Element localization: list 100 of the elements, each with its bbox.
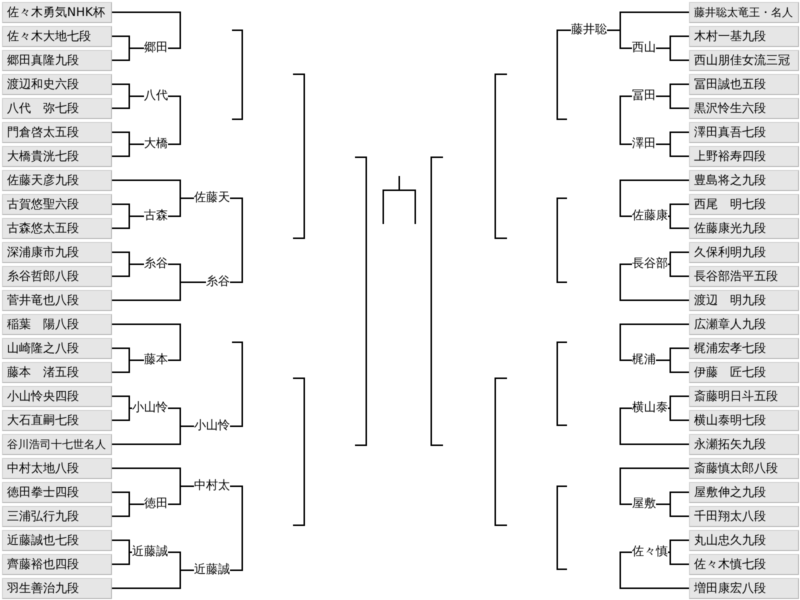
name-box: 増田康宏八段	[689, 578, 799, 599]
name-box: 西山朋佳女流三冠	[689, 50, 799, 71]
bracket-line	[112, 281, 206, 301]
bracket-line	[112, 503, 144, 517]
name-box: 長谷部浩平五段	[689, 266, 799, 287]
bracket-line	[656, 47, 689, 61]
name-box: 屋敷伸之九段	[689, 482, 799, 503]
name-label: 藤井聡	[571, 22, 607, 37]
name-label: 長谷部	[632, 256, 668, 271]
name-label: 徳田	[144, 496, 168, 511]
bracket-line	[112, 407, 132, 421]
bracket-line	[619, 263, 689, 301]
bracket-line	[168, 485, 194, 505]
bracket-line	[656, 95, 689, 109]
bracket-line	[112, 215, 144, 229]
name-box: 大橋貴洸七段	[2, 146, 112, 167]
name-box: 羽生善治九段	[2, 578, 112, 599]
bracket-line	[668, 215, 689, 229]
name-label: 糸谷	[206, 274, 230, 289]
bracket-line	[668, 395, 689, 409]
bracket-line	[556, 29, 571, 120]
bracket-line	[112, 11, 181, 49]
name-box: 冨田誠也五段	[689, 74, 799, 95]
name-label: 近藤誠	[194, 562, 230, 577]
bracket-line	[112, 95, 144, 109]
name-box: 斎藤慎太郎八段	[689, 458, 799, 479]
name-box: 豊島将之九段	[689, 170, 799, 191]
bracket-line	[230, 197, 243, 283]
name-box: 佐々木慎七段	[689, 554, 799, 575]
name-box: 菅井竜也八段	[2, 290, 112, 311]
bracket-line	[112, 143, 144, 157]
bracket-line	[112, 47, 144, 61]
name-label: 屋敷	[632, 496, 656, 511]
bracket-line	[112, 569, 194, 589]
bracket-line	[112, 551, 132, 565]
bracket-line	[112, 323, 181, 361]
name-box: 佐藤天彦九段	[2, 170, 112, 191]
name-box: 斎藤明日斗五段	[689, 386, 799, 407]
name-label: 小山怜	[132, 400, 168, 415]
name-box: 渡辺 明九段	[689, 290, 799, 311]
name-label: 糸谷	[144, 256, 168, 271]
name-box: 久保利明九段	[689, 242, 799, 263]
name-label: 八代	[144, 88, 168, 103]
bracket-line	[619, 467, 689, 505]
name-box: 大石直嗣七段	[2, 410, 112, 431]
bracket-line	[168, 197, 194, 217]
name-label: 中村太	[194, 478, 230, 493]
name-box: 八代 弥七段	[2, 98, 112, 119]
name-label: 佐々慎	[632, 544, 668, 559]
name-box: 深浦康市九段	[2, 242, 112, 263]
name-box: 古森悠太五段	[2, 218, 112, 239]
name-label: 横山泰	[632, 400, 668, 415]
name-box: 伊藤 匠七段	[689, 362, 799, 383]
name-box: 広瀬章人九段	[689, 314, 799, 335]
bracket-line	[656, 359, 689, 373]
name-label: 澤田	[632, 136, 656, 151]
name-box: 郷田真隆九段	[2, 50, 112, 71]
name-box: 徳田拳士四段	[2, 482, 112, 503]
name-box: 黒沢怜生六段	[689, 98, 799, 119]
name-box: 丸山忠久九段	[689, 530, 799, 551]
bracket-line	[230, 485, 243, 571]
name-box: 佐々木大地七段	[2, 26, 112, 47]
name-label: 郷田	[144, 40, 168, 55]
bracket-line	[607, 29, 632, 49]
name-box: 千田翔太八段	[689, 506, 799, 527]
name-box: 稲葉 陽八段	[2, 314, 112, 335]
name-box: 横山泰明七段	[689, 410, 799, 431]
name-box: 藤本 渚五段	[2, 362, 112, 383]
bracket-line	[619, 407, 689, 445]
bracket-line	[112, 263, 144, 277]
name-label: 古森	[144, 208, 168, 223]
name-label: 藤本	[144, 352, 168, 367]
name-box: 中村太地八段	[2, 458, 112, 479]
name-box: 糸谷哲郎八段	[2, 266, 112, 287]
name-box: 齊藤裕也四段	[2, 554, 112, 575]
bracket-line	[112, 359, 144, 373]
bracket-line	[656, 143, 689, 157]
name-box: 近藤誠也七段	[2, 530, 112, 551]
name-label: 西山	[632, 40, 656, 55]
name-box: 三浦弘行九段	[2, 506, 112, 527]
bracket-line	[619, 323, 689, 361]
name-label: 佐藤康	[632, 208, 668, 223]
name-box: 永瀬拓矢九段	[689, 434, 799, 455]
name-box: 古賀悠聖六段	[2, 194, 112, 215]
bracket-line	[112, 539, 132, 553]
bracket-line	[112, 395, 132, 409]
bracket-line	[668, 551, 689, 565]
name-label: 近藤誠	[132, 544, 168, 559]
bracket-line	[656, 503, 689, 517]
name-box: 木村一基九段	[689, 26, 799, 47]
bracket-line	[619, 179, 689, 217]
name-label: 佐藤天	[194, 190, 230, 205]
name-box: 山崎隆之八段	[2, 338, 112, 359]
name-box: 佐藤康光九段	[689, 218, 799, 239]
bracket-line	[668, 539, 689, 553]
name-label: 梶浦	[632, 352, 656, 367]
name-box: 西尾 明七段	[689, 194, 799, 215]
name-box: 佐々木勇気NHK杯	[2, 2, 112, 23]
bracket-line	[168, 95, 181, 145]
bracket-line	[668, 251, 689, 265]
